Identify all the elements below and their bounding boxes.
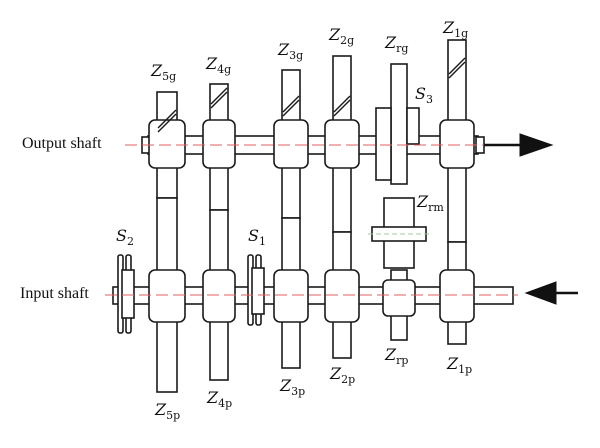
- label-zrm: Zrm: [417, 192, 444, 214]
- hub-z2g: [324, 119, 360, 169]
- hub-zrg-right: [406, 107, 420, 145]
- helix-z1g-1: [448, 57, 466, 75]
- label-z5g: Z5g: [151, 61, 177, 83]
- hub-z4g: [202, 119, 236, 169]
- label-z2g: Z2g: [329, 25, 355, 47]
- label-zrg: Zrg: [385, 33, 409, 55]
- helix-z4g-1: [210, 87, 228, 105]
- hub-zrg-left: [375, 107, 392, 181]
- helix-z4g-2: [210, 91, 228, 109]
- helix-z3g-2: [282, 99, 300, 117]
- label-zrp: Zrp: [385, 345, 409, 367]
- helix-z3g-1: [282, 95, 300, 113]
- hub-z4p: [202, 269, 236, 323]
- helix-z2g-1: [333, 95, 351, 113]
- helix-z1g-2: [448, 61, 466, 79]
- label-z5p: Z5p: [155, 400, 181, 422]
- sync-s2-hub: [121, 269, 135, 319]
- label-s1: S1: [248, 226, 266, 248]
- hub-z3g: [273, 119, 309, 169]
- label-z4p: Z4p: [207, 388, 233, 410]
- label-z2p: Z2p: [330, 364, 356, 386]
- helix-z5g-1: [157, 109, 177, 129]
- label-z3p: Z3p: [280, 376, 306, 398]
- hub-z1p: [439, 269, 475, 323]
- hub-z5g: [148, 119, 186, 169]
- sync-s1-hub: [251, 267, 265, 315]
- label-s3: S3: [415, 84, 433, 106]
- input-shaft-label: Input shaft: [20, 285, 89, 302]
- hub-z1g: [439, 119, 475, 169]
- label-z3g: Z3g: [278, 40, 304, 62]
- input-arrow-head: [524, 281, 557, 305]
- hub-z3p: [273, 269, 309, 323]
- hub-zrp: [382, 279, 416, 317]
- hub-z2p: [324, 269, 360, 323]
- label-s2: S2: [116, 226, 134, 248]
- label-z1p: Z1p: [447, 354, 473, 376]
- helix-z2g-2: [333, 99, 351, 117]
- gear-zrg: [390, 63, 408, 185]
- label-z1g: Z1g: [443, 18, 469, 40]
- output-shaft-label: Output shaft: [22, 135, 102, 152]
- hub-z5p: [148, 269, 186, 323]
- label-z4g: Z4g: [206, 54, 232, 76]
- output-arrow-head: [519, 133, 554, 157]
- helix-z5g-2: [157, 113, 177, 133]
